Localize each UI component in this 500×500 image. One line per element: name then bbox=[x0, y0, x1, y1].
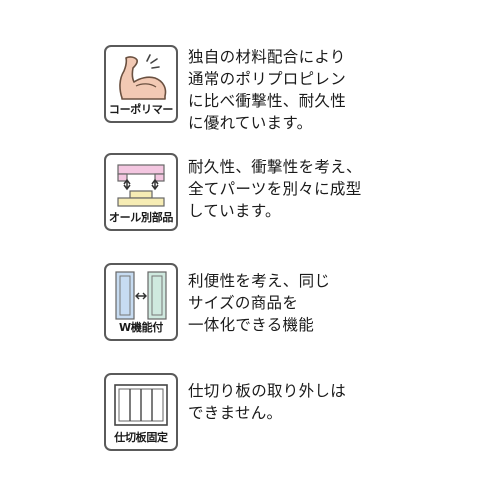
flexed-arm-icon bbox=[119, 54, 167, 100]
fixed-divider-icon bbox=[114, 384, 168, 426]
double-width-desc-line-3: 一体化できる機能 bbox=[188, 316, 315, 334]
separate-parts-desc-line-2: 全てパーツを別々に成型 bbox=[188, 180, 362, 198]
copolymer-desc-line-1: 独自の材料配合により bbox=[188, 48, 346, 66]
separate-parts-icon bbox=[117, 164, 165, 207]
double-width-desc-line-2: サイズの商品を bbox=[188, 294, 299, 312]
fixed-divider-icon-box: 仕切板固定 bbox=[104, 373, 178, 451]
double-width-description: 利便性を考え、同じ サイズの商品を 一体化できる機能 bbox=[188, 270, 330, 336]
double-width-icon-box: W機能付 bbox=[104, 263, 178, 341]
copolymer-desc-line-3: に比べ衝撃性、耐久性 bbox=[188, 92, 347, 110]
separate-parts-label: オール別部品 bbox=[108, 211, 174, 224]
copolymer-label: コーポリマー bbox=[108, 103, 174, 116]
fixed-divider-description: 仕切り板の取り外しは できません。 bbox=[188, 380, 346, 424]
separate-parts-icon-box: オール別部品 bbox=[104, 153, 178, 231]
separate-parts-description: 耐久性、衝撃性を考え、 全てパーツを別々に成型 しています。 bbox=[188, 156, 362, 222]
separate-parts-desc-line-1: 耐久性、衝撃性を考え、 bbox=[188, 158, 362, 176]
copolymer-icon-box: コーポリマー bbox=[104, 45, 178, 123]
fixed-divider-label: 仕切板固定 bbox=[114, 431, 168, 444]
copolymer-desc-line-2: 通常のポリプロピレン bbox=[188, 70, 347, 88]
copolymer-description: 独自の材料配合により 通常のポリプロピレン に比べ衝撃性、耐久性 に優れています… bbox=[188, 46, 346, 134]
fixed-divider-desc-line-1: 仕切り板の取り外しは bbox=[188, 382, 347, 400]
double-width-label: W機能付 bbox=[119, 321, 163, 334]
separate-parts-desc-line-3: しています。 bbox=[188, 202, 281, 220]
copolymer-desc-line-4: に優れています。 bbox=[188, 114, 313, 132]
double-width-desc-line-1: 利便性を考え、同じ bbox=[188, 272, 331, 290]
fixed-divider-desc-line-2: できません。 bbox=[188, 404, 283, 422]
double-width-icon bbox=[115, 271, 167, 320]
